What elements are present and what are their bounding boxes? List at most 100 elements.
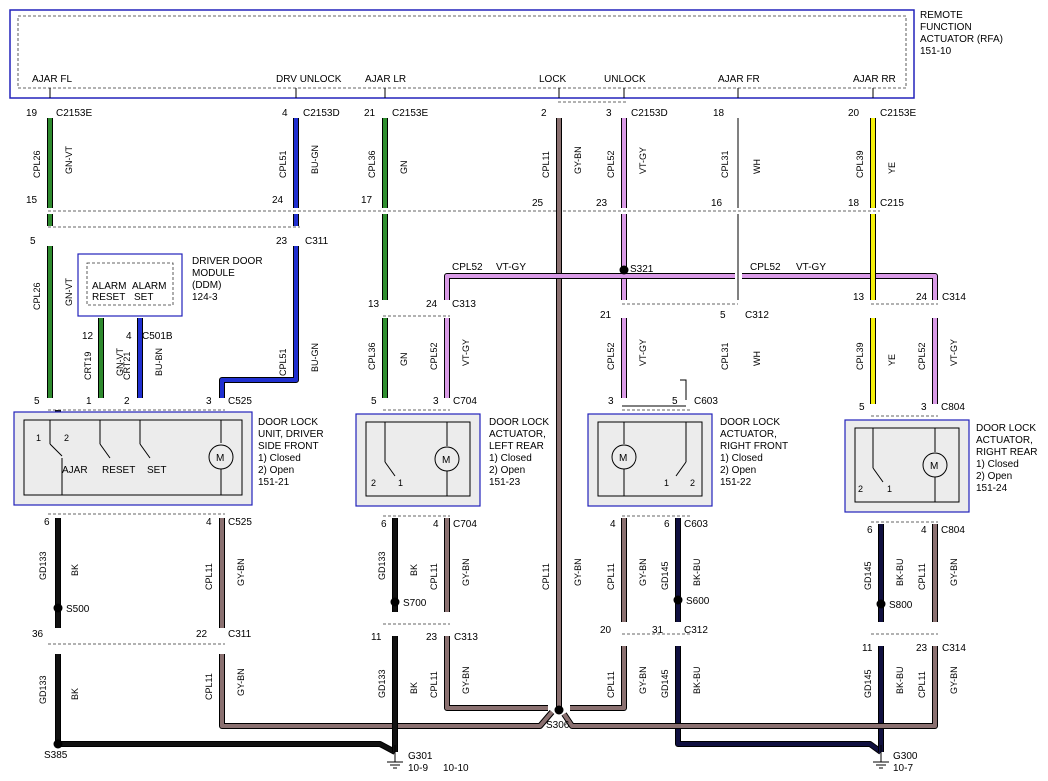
rfa-module: REMOTE FUNCTION ACTUATOR (RFA) 151-10 AJ… [9,9,1003,99]
motor-label: M [930,461,938,472]
g301-name: G301 [408,751,433,762]
motor-label: M [442,455,450,466]
wire-color-label: YE [887,354,897,366]
wire-color-label: VT-GY [638,339,648,366]
pin-number: 23 [276,236,288,247]
dlu-switch-pin-1: 1 [36,433,41,443]
connector-label: C2153D [303,108,340,119]
wire-code-label: CPL52 [429,342,439,370]
pin-number: 18 [848,198,860,209]
dlu-label-3: SIDE FRONT [258,441,319,452]
wire-code-label: GD145 [660,669,670,698]
connector-label: C603 [684,519,708,530]
wire-color-label: GN-VT [64,146,74,175]
wire-code-label: CPL39 [855,150,865,178]
wire-group [47,118,938,755]
lr-label-1: DOOR LOCK [489,417,549,428]
wire-code-label: CPL26 [32,282,42,310]
wire-gd133-lower-color [56,654,396,754]
pin-number: 4 [921,525,927,536]
pin-number: 6 [381,519,387,530]
pin-number: 4 [610,519,616,530]
wire-color-label: YE [887,162,897,174]
g300-ref-1: 10-7 [893,763,913,774]
connector-label: C804 [941,525,965,536]
wire-code-label: CPL11 [606,671,616,698]
wire-code-label: CPL31 [720,150,730,178]
rf-label-5: 2) Open [720,465,756,476]
pin-number: 3 [206,396,212,407]
rf-label-2: ACTUATOR, [720,429,777,440]
ddm-label-2: MODULE [192,268,235,279]
wire-color-label: BU-GN [310,145,320,174]
connector-label: C704 [453,519,477,530]
wire-code-label: CPL39 [855,342,865,370]
wire-color-label: BK [70,564,80,576]
rf-switch-pin-2: 2 [690,478,695,488]
pin-number: 21 [364,108,376,119]
wire-color-label: BK [70,688,80,700]
wire-color-label: GY-BN [461,558,471,586]
pin-number: 24 [426,299,438,310]
rfa-pin-label: DRV UNLOCK [276,74,342,85]
rfa-label-2: FUNCTION [920,22,972,33]
lr-label-4: 1) Closed [489,453,532,464]
connector-label: C311 [305,236,329,247]
wire-code-label: CPL11 [541,563,551,590]
rr-switch-pin-2: 2 [858,484,863,494]
splice-label: S600 [686,596,710,607]
pin-number: 6 [867,525,873,536]
wire-color-label: BK-BU [692,666,702,694]
pin-number: 21 [600,310,612,321]
wire-gd145-rf-lower-color [676,646,883,754]
wire-code-label: CPL11 [917,671,927,698]
pin-number: 23 [426,632,438,643]
wire-color-label: VT-GY [949,339,959,366]
wire-code-label: CPL11 [204,563,214,590]
wire-code-label: CPL36 [367,150,377,178]
pin-number: 13 [853,292,865,303]
ddm-module: ALARM RESET ALARM SET DRIVER DOOR MODULE… [77,253,263,317]
pin-number: 24 [916,292,928,303]
pin-number: 24 [272,195,284,206]
wire-code-label: CPL11 [429,563,439,590]
g300-name: G300 [893,751,918,762]
wire-code-label: GD145 [660,561,670,590]
connector-label: C215 [880,198,904,209]
splice-s306 [554,705,564,715]
pin-number: 13 [368,299,380,310]
wire-code-label: CRT19 [83,352,93,380]
wire-color-label: GY-BN [638,558,648,586]
wire-code-label: CRT21 [122,352,132,380]
pin-number: 5 [371,396,377,407]
rr-label-5: 2) Open [976,471,1012,482]
wire-code-label: CPL36 [367,342,377,370]
wire-cpl52-right-branch-color [742,274,937,300]
pin-number: 6 [664,519,670,530]
wire-color-label: VT-GY [461,339,471,366]
wire-code-label: CPL52 [452,262,483,273]
door-lock-unit-driver-front: 1 2 AJAR RESET SET M DOOR LOCK UNIT, DRI… [13,411,324,506]
pin-number: 22 [196,629,208,640]
rf-label-3: RIGHT FRONT [720,441,788,452]
wire-color-label: GY-BN [949,558,959,586]
pin-number: 23 [596,198,608,209]
pin-number: 15 [26,195,38,206]
pin-number: 31 [652,625,664,636]
wire-color-label: WH [752,351,762,366]
pin-number: 5 [672,396,678,407]
ddm-pin-label-1: ALARM [92,281,126,292]
connector-label: C525 [228,517,252,528]
splice-s800 [876,599,886,609]
wire-code-label: GD133 [377,551,387,580]
dlu-label-1: DOOR LOCK [258,417,318,428]
wire-code-label: GD145 [863,669,873,698]
ground-g300: G300 10-7 [873,745,918,774]
ddm-label-4: 124-3 [192,292,218,303]
rf-label-1: DOOR LOCK [720,417,780,428]
splice-s321 [619,265,629,275]
connector-label: C804 [941,402,965,413]
dlu-label-4: 1) Closed [258,453,301,464]
pin-number: 5 [720,310,726,321]
